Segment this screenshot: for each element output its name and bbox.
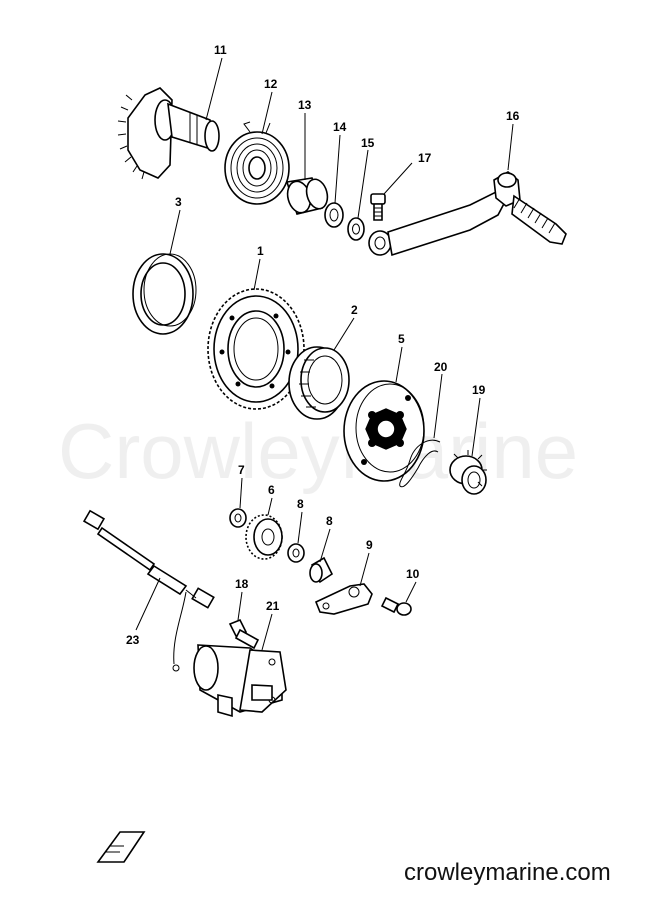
part-19-gear bbox=[449, 450, 487, 495]
callout-8-lower: 8 bbox=[297, 497, 304, 511]
callout-10: 10 bbox=[406, 567, 420, 581]
part-9-plate bbox=[314, 583, 373, 615]
part-8-washer-upper bbox=[229, 508, 247, 528]
part-8-washer-lower bbox=[287, 543, 305, 563]
callout-3: 3 bbox=[175, 195, 182, 209]
callout-13: 12 bbox=[264, 77, 278, 91]
callout-18: 17 bbox=[418, 151, 432, 165]
callout-1: 1 bbox=[257, 244, 264, 258]
part-23-lead-wire bbox=[82, 509, 215, 672]
watermark: CrowleyMarine bbox=[58, 407, 578, 495]
part-18-bolt bbox=[370, 193, 386, 221]
part-12-kick-gear bbox=[117, 87, 220, 180]
callout-15: 14 bbox=[333, 120, 347, 134]
part-1-ring-gear bbox=[207, 288, 305, 410]
part-2-one-way-clutch bbox=[288, 346, 350, 420]
part-10-screw bbox=[380, 596, 412, 616]
part-17-kick-lever bbox=[368, 171, 567, 257]
callout-7: 8 bbox=[326, 514, 333, 528]
part-7-shaft bbox=[309, 556, 334, 584]
callout-8-upper: 7 bbox=[238, 463, 245, 477]
part-6-idler-gear bbox=[245, 514, 283, 560]
part-21-starter-motor bbox=[193, 644, 287, 718]
part-5-clutch-housing bbox=[343, 380, 425, 482]
callout-21: 21 bbox=[266, 599, 280, 613]
callout-5: 5 bbox=[398, 332, 405, 346]
callout-19: 19 bbox=[472, 383, 486, 397]
front-arrow-symbol bbox=[96, 831, 146, 863]
callout-labels: 11 12 13 14 15 17 16 3 1 2 5 20 19 7 6 8… bbox=[126, 43, 520, 647]
part-13-torsion-spring bbox=[224, 121, 290, 205]
part-11-bolt bbox=[228, 618, 260, 650]
site-footer-text: crowleymarine.com bbox=[404, 859, 611, 886]
callout-2: 2 bbox=[351, 303, 358, 317]
part-16-washer bbox=[347, 217, 365, 241]
part-15-washer bbox=[324, 202, 344, 228]
callout-11: 18 bbox=[235, 577, 249, 591]
callout-23: 23 bbox=[126, 633, 140, 647]
callout-16: 15 bbox=[361, 136, 375, 150]
callout-12: 11 bbox=[214, 43, 227, 57]
callout-9: 9 bbox=[366, 538, 373, 552]
callout-14: 13 bbox=[298, 98, 312, 112]
callout-17: 16 bbox=[506, 109, 520, 123]
part-14-sleeve bbox=[285, 177, 329, 215]
part-20-circlip bbox=[399, 439, 441, 488]
callout-20: 20 bbox=[434, 360, 448, 374]
leader-lines bbox=[135, 57, 514, 651]
callout-6: 6 bbox=[268, 483, 275, 497]
part-3-seal bbox=[132, 253, 197, 335]
